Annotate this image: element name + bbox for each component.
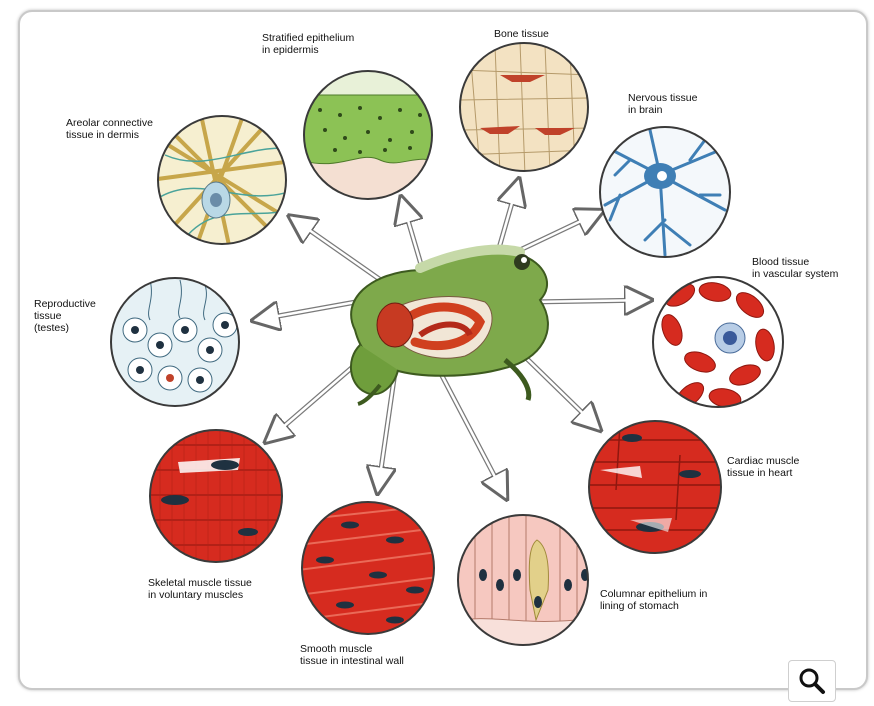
label-bone: Bone tissue (494, 28, 549, 40)
zoom-button[interactable] (788, 660, 836, 702)
label-skeletal: Skeletal muscle tissue in voluntary musc… (148, 577, 252, 601)
label-smooth: Smooth muscle tissue in intestinal wall (300, 643, 404, 667)
label-reproductive: Reproductive tissue (testes) (34, 298, 96, 334)
label-areolar: Areolar connective tissue in dermis (66, 117, 153, 141)
label-stratified: Stratified epithelium in epidermis (262, 32, 354, 56)
label-nervous: Nervous tissue in brain (628, 92, 697, 116)
arrow-columnar (440, 372, 505, 496)
arrow-blood (530, 300, 648, 302)
label-columnar: Columnar epithelium in lining of stomach (600, 588, 707, 612)
arrow-nervous (520, 212, 600, 250)
frog-illustration (351, 250, 548, 404)
arrow-cardiac (520, 352, 598, 428)
tissue-nervous (598, 125, 733, 260)
tissue-areolar (150, 110, 300, 250)
tissue-smooth (298, 498, 438, 638)
tissue-cardiac (585, 420, 725, 555)
label-cardiac: Cardiac muscle tissue in heart (727, 455, 799, 479)
magnifier-icon (798, 667, 826, 695)
tissue-columnar (455, 512, 595, 652)
tissue-bone (455, 40, 595, 180)
label-blood: Blood tissue in vascular system (752, 256, 838, 280)
